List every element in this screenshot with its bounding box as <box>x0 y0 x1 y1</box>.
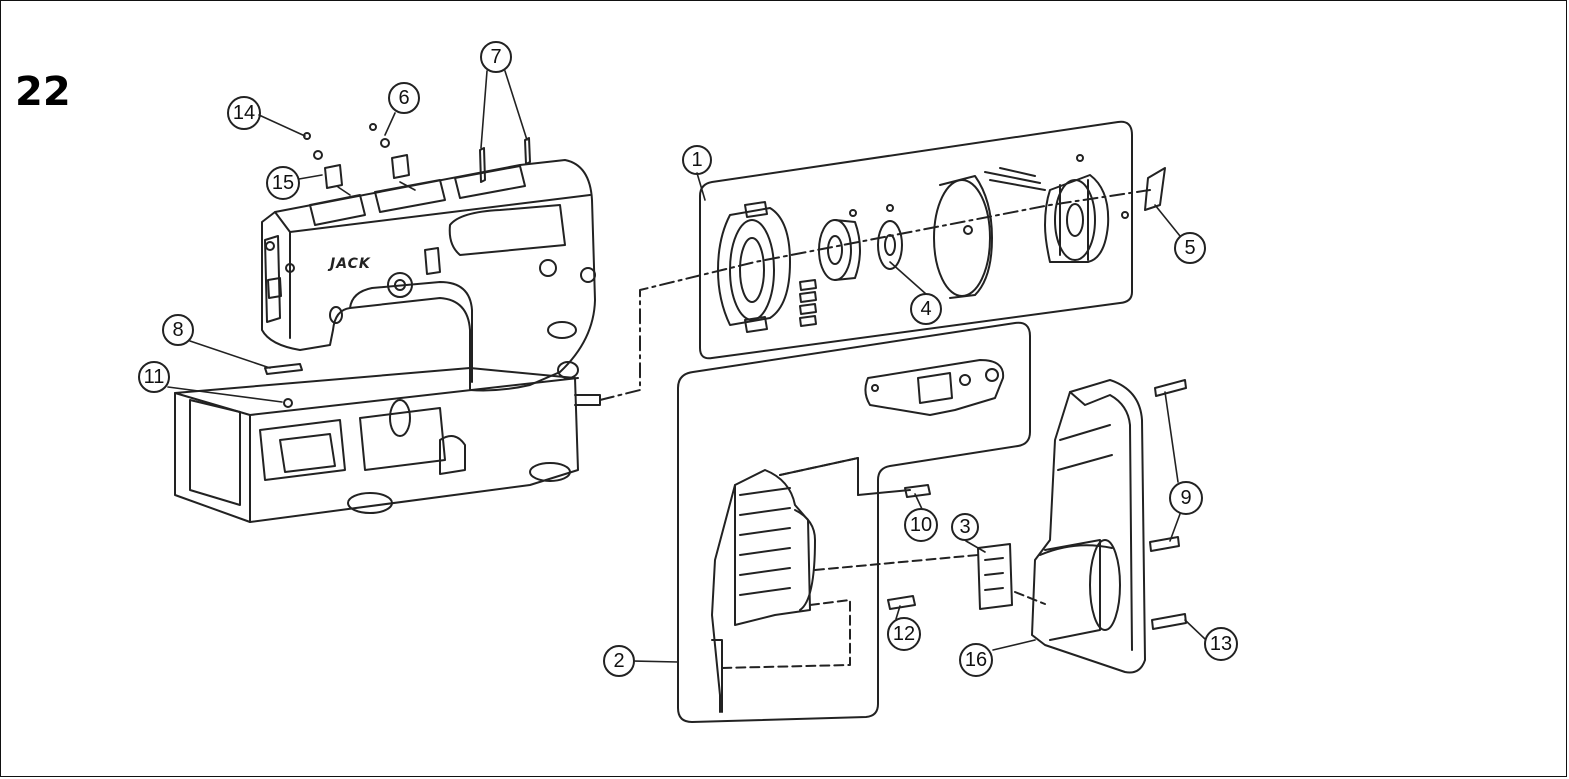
callout-8: 8 <box>162 314 194 346</box>
leader-lines <box>167 70 1206 663</box>
callout-4: 4 <box>910 293 942 325</box>
callout-label: 10 <box>910 514 932 536</box>
callout-label: 12 <box>893 623 915 645</box>
control-assembly <box>711 359 1013 713</box>
machine-head: JACK <box>174 123 601 523</box>
machine-logo: JACK <box>327 256 371 272</box>
callouts: 1 2 3 4 5 6 7 8 9 10 11 12 13 14 15 16 <box>138 41 1238 677</box>
callout-label: 14 <box>233 102 255 124</box>
callout-label: 15 <box>272 172 294 194</box>
callout-label: 1 <box>691 149 702 171</box>
callout-14: 14 <box>227 96 261 130</box>
callout-label: 4 <box>920 298 931 320</box>
group-box-drive <box>699 120 1133 360</box>
callout-13: 13 <box>1204 627 1238 661</box>
callout-label: 7 <box>490 46 501 68</box>
callout-5: 5 <box>1174 232 1206 264</box>
callout-16: 16 <box>959 643 993 677</box>
callout-label: 8 <box>172 319 183 341</box>
assembly-link-line <box>599 189 1151 401</box>
callout-11: 11 <box>138 361 170 393</box>
callout-label: 2 <box>613 650 624 672</box>
group-box-control <box>677 321 1031 723</box>
callout-label: 6 <box>398 87 409 109</box>
callout-label: 11 <box>144 366 165 388</box>
callout-6: 6 <box>388 82 420 114</box>
callout-7: 7 <box>480 41 512 73</box>
page-number: 22 <box>15 69 71 115</box>
callout-9: 9 <box>1169 481 1203 515</box>
callout-2: 2 <box>603 645 635 677</box>
rear-cover <box>1014 379 1187 674</box>
callout-12: 12 <box>887 617 921 651</box>
callout-label: 9 <box>1180 487 1191 509</box>
callout-label: 5 <box>1184 237 1195 259</box>
callout-1: 1 <box>682 145 712 175</box>
callout-15: 15 <box>266 166 300 200</box>
callout-label: 3 <box>959 516 970 538</box>
callout-label: 13 <box>1210 633 1232 655</box>
callout-3: 3 <box>951 513 979 541</box>
callout-label: 16 <box>965 649 987 671</box>
drive-assembly <box>717 154 1166 333</box>
callout-10: 10 <box>904 508 938 542</box>
